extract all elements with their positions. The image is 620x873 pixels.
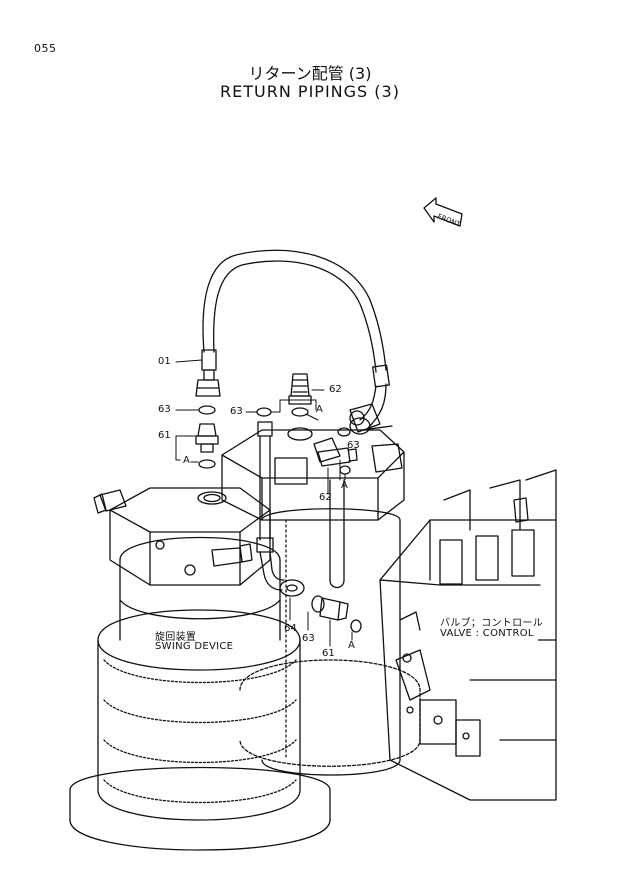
ref-a-lower: A — [348, 640, 355, 651]
callout-61-lower: 61 — [322, 648, 335, 659]
page-number: 055 — [34, 42, 57, 55]
callout-62: 62 — [329, 384, 342, 395]
callout-63-lower: 63 — [302, 633, 315, 644]
front-arrow-label: FRONT — [436, 212, 462, 229]
title-english: RETURN PIPINGS (3) — [220, 82, 400, 101]
callout-63-center: 63 — [230, 406, 243, 417]
return-hose — [201, 249, 390, 435]
pipe-64 — [256, 421, 362, 633]
ref-a-right: A — [341, 480, 348, 491]
callout-63-right: 63 — [347, 440, 360, 451]
callout-61-left: 61 — [158, 430, 171, 441]
title-japanese: リターン配管 (3) — [248, 64, 372, 83]
center-fittings — [256, 373, 351, 475]
callout-63-left: 63 — [158, 404, 171, 415]
left-fittings — [195, 379, 221, 469]
control-valve — [379, 469, 557, 801]
control-valve-label-jp: バルブ；コントロール — [440, 618, 543, 629]
swing-device — [69, 487, 331, 851]
front-arrow: FRONT — [423, 197, 463, 229]
ref-a-left: A — [183, 455, 190, 466]
ref-a-center: A — [316, 404, 323, 415]
control-valve-label-en: VALVE : CONTROL — [440, 628, 534, 639]
swing-device-label-en: SWING DEVICE — [155, 641, 234, 652]
swing-device-label-jp: 旋回装置 — [155, 632, 197, 643]
callout-01: 01 — [158, 356, 171, 367]
callout-64: 64 — [284, 623, 297, 634]
leader-lines — [175, 359, 353, 647]
center-pump — [221, 403, 421, 776]
callout-62-lower: 62 — [319, 492, 332, 503]
